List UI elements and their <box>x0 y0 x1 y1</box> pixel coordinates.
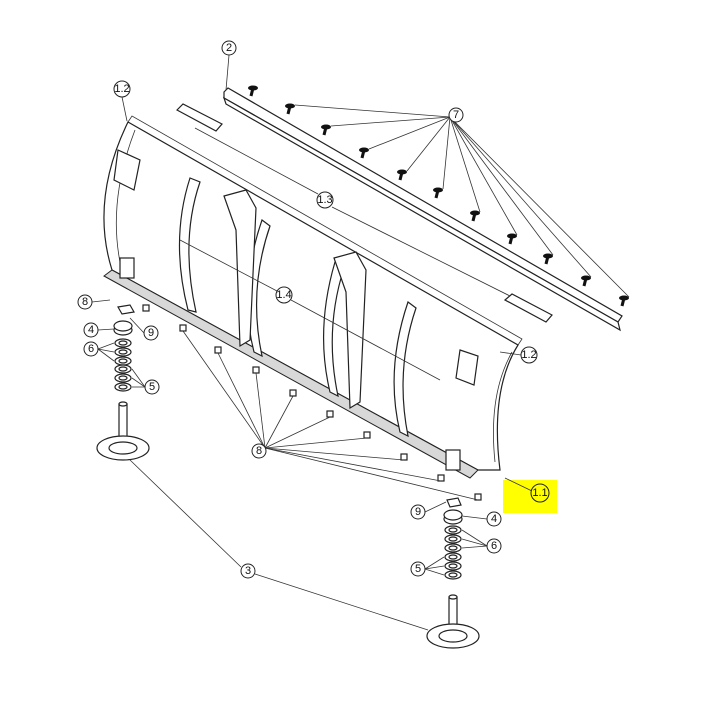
callouts: 2 1.2 7 1.3 1.4 1.2 8 9 4 6 5 8 1.1 9 4 … <box>77 40 550 579</box>
bolt <box>619 295 629 307</box>
bolt <box>359 147 369 159</box>
wear-strip-top <box>176 103 223 132</box>
bolts <box>248 85 629 307</box>
callout-label: 4 <box>88 324 94 336</box>
callout-2: 2 <box>221 40 237 56</box>
nut <box>400 453 408 461</box>
leader-lines <box>91 54 533 631</box>
callout-label: 3 <box>245 565 251 577</box>
callout-label: 5 <box>415 563 421 575</box>
bolt <box>397 169 407 181</box>
bolt <box>543 253 553 265</box>
bolt <box>248 85 258 97</box>
callout-label: 7 <box>453 109 459 121</box>
callout-label: 1.3 <box>317 194 332 206</box>
callout-label: 2 <box>226 42 232 54</box>
callout-9-right: 9 <box>410 504 426 520</box>
callout-5-right: 5 <box>410 561 426 577</box>
callout-label: 1.2 <box>114 83 129 95</box>
callout-4-left: 4 <box>83 322 99 338</box>
bolt <box>470 210 480 222</box>
callout-label: 6 <box>88 343 94 355</box>
nut <box>214 346 222 354</box>
bolt <box>321 124 331 136</box>
nut <box>437 474 445 482</box>
callout-1-1: 1.1 <box>530 483 550 503</box>
callout-5-left: 5 <box>144 379 160 395</box>
callout-7: 7 <box>448 107 464 123</box>
right-shoe-stack <box>426 497 480 649</box>
fan-leader-lines <box>182 104 630 501</box>
callout-label: 6 <box>491 540 497 552</box>
bolt <box>285 103 295 115</box>
callout-9-left: 9 <box>143 325 159 341</box>
cutting-edge <box>222 87 623 332</box>
nut <box>289 389 297 397</box>
callout-label: 8 <box>256 445 262 457</box>
nut <box>142 304 150 312</box>
wear-strip-bottom <box>503 293 553 323</box>
bolt <box>581 275 591 287</box>
callout-4-right: 4 <box>486 511 502 527</box>
callout-label: 1.1 <box>532 487 547 499</box>
callout-1-4: 1.4 <box>275 286 293 304</box>
callout-1-2-left: 1.2 <box>113 80 131 98</box>
callout-label: 8 <box>82 296 88 308</box>
callout-label: 9 <box>148 327 154 339</box>
callout-1-2-right: 1.2 <box>520 346 538 364</box>
callout-label: 9 <box>415 506 421 518</box>
nut <box>326 410 334 418</box>
nut <box>252 366 260 374</box>
callout-label: 1.4 <box>276 289 291 301</box>
callout-label: 4 <box>491 513 497 525</box>
callout-label: 5 <box>149 381 155 393</box>
highlight-box <box>503 480 557 513</box>
callout-8-left: 8 <box>77 294 93 310</box>
moldboard <box>103 115 523 479</box>
callout-8-center: 8 <box>251 443 267 459</box>
left-shoe-stack <box>96 304 150 461</box>
callout-3: 3 <box>240 563 256 579</box>
callout-label: 1.2 <box>521 349 536 361</box>
callout-1-3: 1.3 <box>316 191 334 209</box>
bolt <box>507 233 517 245</box>
bolt <box>433 187 443 199</box>
nut <box>179 324 187 332</box>
callout-6-left: 6 <box>83 341 99 357</box>
nut <box>363 431 371 439</box>
callout-6-right: 6 <box>486 538 502 554</box>
